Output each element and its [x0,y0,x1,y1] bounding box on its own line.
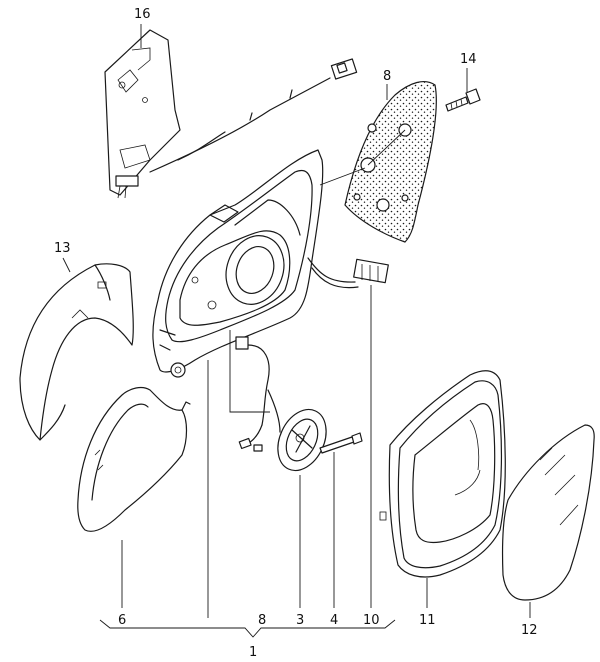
part-14-screw [445,88,481,112]
label-6: 6 [118,613,126,628]
part-11-mirror-frame [379,370,506,578]
part-13-mirror-cap [19,263,134,441]
label-8-top: 8 [383,69,391,84]
label-16: 16 [134,7,151,22]
part-4-screw [319,432,363,454]
part-3-adjustment-motor [235,336,327,472]
label-8-bottom: 8 [258,613,266,628]
label-11: 11 [419,613,436,628]
label-1: 1 [249,645,257,660]
label-12: 12 [521,623,538,638]
part-16-heater-film [104,29,358,199]
label-10: 10 [363,613,380,628]
part-8-base-plate [344,81,437,243]
part-12-mirror-glass [501,424,595,601]
label-14: 14 [460,52,477,67]
part-6-lower-cover [77,386,191,532]
part-labels: 16 14 8 13 6 8 3 4 10 11 12 1 [54,7,538,660]
label-4: 4 [330,613,338,628]
label-3: 3 [296,613,304,628]
leader-lines [62,24,531,638]
mirror-carrier-assembly [152,149,389,378]
label-13: 13 [54,241,71,256]
